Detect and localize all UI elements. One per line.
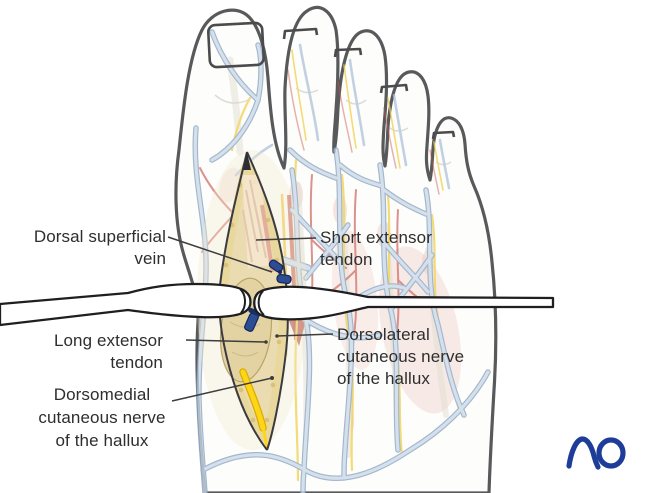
label-line: Dorsomedial	[53, 385, 151, 404]
label-dorsal-superficial-vein: Dorsal superficial vein	[0, 226, 166, 270]
label-dorsolateral-cutaneous-nerve: Dorsolateral cutaneous nerve of the hall…	[337, 324, 464, 390]
label-short-extensor-tendon: Short extensor tendon	[320, 227, 432, 271]
dorsomedial-nerve-highlight	[239, 368, 269, 450]
vein-clamps	[244, 259, 292, 332]
label-line: Dorsolateral	[337, 325, 430, 344]
label-line: tendon	[320, 250, 373, 269]
label-line: Dorsal superficial	[33, 227, 166, 246]
label-long-extensor-tendon: Long extensor tendon	[0, 330, 163, 374]
retractor-right	[253, 285, 555, 321]
toenails	[206, 21, 456, 140]
label-line: vein	[134, 249, 166, 268]
ao-logo-icon: AO	[563, 430, 633, 475]
label-line: tendon	[110, 353, 163, 372]
label-line: cutaneous nerve	[38, 408, 166, 427]
label-line: of the hallux	[55, 431, 149, 450]
retractor-left	[0, 282, 252, 327]
label-line: cutaneous nerve	[337, 347, 465, 366]
label-line: of the hallux	[337, 369, 430, 388]
label-line: Long extensor	[53, 331, 163, 350]
label-dorsomedial-cutaneous-nerve: Dorsomedial cutaneous nerve of the hallu…	[22, 383, 182, 452]
ao-logo-glyphs	[566, 436, 626, 470]
tendon-fibers	[242, 179, 267, 263]
label-line: Short extensor	[320, 228, 432, 247]
incision-apex	[243, 152, 251, 170]
leader-lines	[167, 236, 334, 402]
